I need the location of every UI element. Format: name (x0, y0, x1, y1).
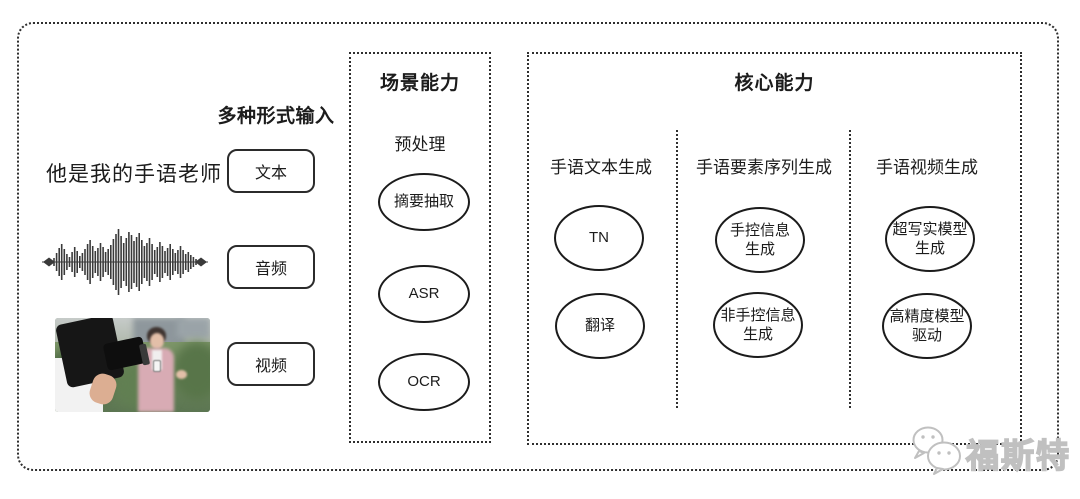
input-type-text: 文本 (227, 149, 315, 193)
node-hyperrealistic-model-generation: 超写实模型 生成 (885, 206, 975, 272)
photo-reporter-hand (176, 370, 187, 379)
column-divider (849, 130, 851, 408)
column-header-sl-video-generation: 手语视频生成 (876, 158, 978, 177)
sample-sentence: 他是我的手语老师 (46, 163, 222, 186)
input-type-video-label: 视频 (254, 358, 287, 375)
input-type-audio-label: 音频 (254, 261, 287, 278)
photo-building (177, 318, 210, 338)
input-type-video: 视频 (227, 342, 315, 386)
node-non-manual-info-generation: 非手控信息 生成 (713, 292, 803, 358)
scene-box-subtitle: 预处理 (394, 135, 446, 154)
video-still-photo (55, 318, 210, 412)
watermark-text: 福斯特 (965, 436, 1071, 475)
scene-box-title: 场景能力 (379, 73, 460, 94)
node-translation: 翻译 (555, 293, 645, 359)
multi-input-label: 多种形式输入 (217, 106, 335, 127)
node-high-precision-model-driving: 高精度模型 驱动 (882, 293, 972, 359)
diagram-frame (17, 22, 1059, 471)
column-divider (676, 130, 678, 408)
node-ocr: OCR (378, 353, 470, 411)
node-manual-info-generation: 手控信息 生成 (715, 207, 805, 273)
core-capability-box: 核心能力 手语文本生成 手语要素序列生成 手语视频生成 TN 翻译 手控信息 生… (527, 52, 1022, 445)
audio-waveform-icon (42, 229, 208, 295)
photo-reporter-face (150, 333, 164, 349)
input-type-audio: 音频 (227, 245, 315, 289)
column-header-sl-text-generation: 手语文本生成 (550, 158, 652, 177)
node-tn: TN (554, 205, 644, 271)
node-asr: ASR (378, 265, 470, 323)
watermark-chat-bubbles-icon (912, 426, 961, 475)
input-type-text-label: 文本 (254, 165, 287, 182)
node-summary-extraction: 摘要抽取 (378, 173, 470, 231)
core-box-title: 核心能力 (734, 73, 815, 94)
column-header-sl-element-sequence-generation: 手语要素序列生成 (696, 158, 832, 177)
photo-microphone (153, 360, 161, 372)
scene-capability-box: 场景能力 预处理 摘要抽取 ASR OCR (349, 52, 491, 443)
